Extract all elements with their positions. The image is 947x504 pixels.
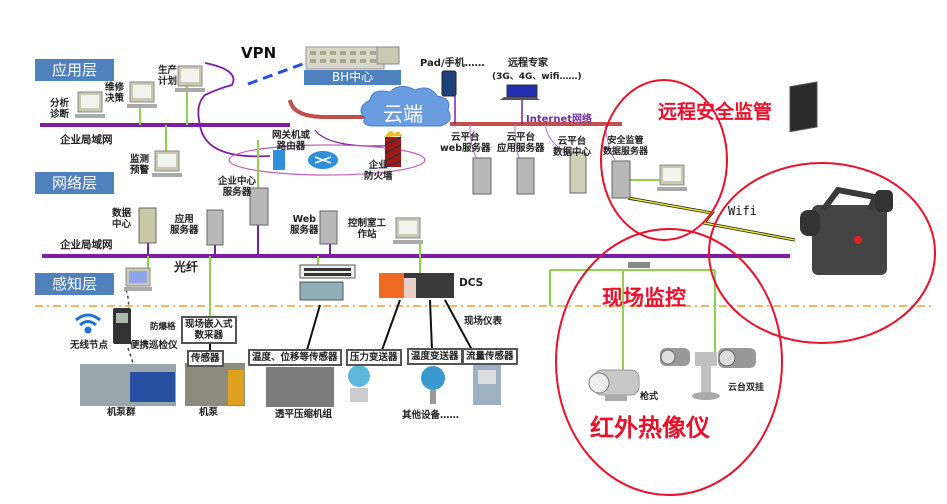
computer-icon-production bbox=[175, 65, 205, 92]
fiber-label: 光纤 bbox=[174, 260, 199, 274]
server-icon-cloud-data bbox=[569, 152, 587, 194]
compressor-photo bbox=[266, 367, 334, 407]
lan-label-top: 企业局域网 bbox=[60, 134, 113, 146]
vpn-dashed-link bbox=[247, 60, 309, 86]
sensor-label: 传感器 bbox=[187, 350, 224, 367]
field-instruments-label: 现场仪表 bbox=[464, 316, 503, 327]
label-analysis: 分析 诊断 bbox=[50, 98, 70, 120]
enterprise-server-label: 企业中心 服务器 bbox=[218, 176, 257, 198]
label-monitoring: 监测 预警 bbox=[130, 154, 150, 176]
remote-supervision-title: 远程安全监管 bbox=[658, 101, 773, 123]
wifi-label: Wifi bbox=[728, 204, 757, 218]
computer-icon-control-station bbox=[393, 217, 423, 244]
bh-center-building bbox=[305, 46, 400, 70]
wireless-node-label: 无线节点 bbox=[70, 340, 109, 351]
temp-displacement-sensor-label: 温度、位移等传感器 bbox=[248, 349, 342, 366]
safety-server-label: 安全监管 数据服务器 bbox=[603, 136, 649, 157]
wireless-link bbox=[125, 289, 137, 373]
ptz-camera-icon bbox=[660, 348, 756, 400]
server-icon-cloud-web bbox=[472, 157, 492, 195]
pad-label: Pad/手机…… bbox=[420, 58, 485, 69]
layer-tag-application: 应用层 bbox=[35, 59, 114, 81]
data-center-label: 数据 中心 bbox=[112, 208, 132, 230]
ir-thermal-camera-title: 红外热像仪 bbox=[590, 414, 710, 442]
embedded-collector-label: 现场嵌入式 数采器 bbox=[181, 316, 237, 344]
layer-tag-network: 网络层 bbox=[35, 172, 114, 194]
cloud-app-server-label: 云平台 应用服务器 bbox=[497, 132, 545, 154]
dcs-icon bbox=[379, 273, 454, 298]
pressure-transmitter-icon bbox=[348, 365, 370, 402]
thermal-imager-circle bbox=[708, 162, 936, 344]
computer-icon-field bbox=[124, 267, 152, 291]
internet-link-curve bbox=[288, 99, 365, 120]
lan-label-bottom: 企业局域网 bbox=[60, 239, 113, 251]
expert-title: 远程专家 bbox=[508, 58, 548, 69]
cloud-data-center-label: 云平台 数据中心 bbox=[553, 136, 592, 158]
wifi-icon bbox=[75, 313, 101, 334]
computer-icon-analysis bbox=[75, 91, 105, 118]
pump-label: 机泵 bbox=[199, 407, 219, 418]
bh-center-label: BH中心 bbox=[304, 70, 401, 85]
server-icon-enterprise bbox=[249, 187, 269, 226]
onsite-monitoring-circle bbox=[555, 228, 783, 496]
server-icon-data-center bbox=[138, 207, 157, 244]
other-equipment-label: 其他设备…… bbox=[402, 410, 460, 421]
switch-icon bbox=[299, 264, 356, 301]
pump-group-label: 机泵群 bbox=[107, 407, 136, 418]
internet-label: Internet网络 bbox=[526, 114, 593, 125]
gateway-label: 网关机或 路由器 bbox=[272, 130, 311, 152]
temperature-transmitter-icon bbox=[421, 366, 445, 404]
cloud-label: 云端 bbox=[383, 102, 423, 126]
control-station-label: 控制室工 作站 bbox=[348, 218, 387, 240]
cloud-web-server-label: 云平台 web服务器 bbox=[440, 132, 491, 154]
field-lines bbox=[209, 299, 473, 351]
servers bbox=[138, 152, 631, 246]
layer-tag-perception: 感知层 bbox=[35, 273, 114, 295]
computer-icon-monitoring bbox=[152, 150, 182, 177]
gateway-icon bbox=[273, 150, 285, 170]
firewall-label: 企业 防火墙 bbox=[364, 160, 393, 182]
server-icon-safety bbox=[611, 160, 631, 199]
computer-icon-safety bbox=[657, 164, 687, 191]
field-switch-icon bbox=[628, 262, 650, 268]
app-server-label: 应用 服务器 bbox=[170, 214, 199, 236]
portable-inspector-label: 便携巡检仪 bbox=[130, 340, 178, 351]
server-drops bbox=[147, 225, 331, 256]
flow-sensor-label: 流量传感器 bbox=[462, 348, 518, 365]
label-production: 生产 计划 bbox=[158, 65, 178, 87]
laptop-icon bbox=[500, 84, 540, 100]
flow-sensor-icon bbox=[473, 365, 501, 405]
web-server-label: Web 服务器 bbox=[290, 214, 319, 236]
compressor-label: 透平压缩机组 bbox=[275, 409, 333, 420]
vpn-curve bbox=[197, 62, 271, 158]
server-icon-cloud-app bbox=[516, 157, 535, 195]
expert-subtitle: (3G、4G、wifi……) bbox=[492, 72, 582, 82]
pressure-transmitter-label: 压力变送器 bbox=[346, 349, 402, 366]
gun-type-label: 枪式 bbox=[640, 392, 659, 402]
cloud-icon bbox=[360, 86, 451, 127]
firewall-icon bbox=[384, 131, 402, 168]
ptz-dual-label: 云台双挂 bbox=[728, 383, 765, 393]
vpn-label: VPN bbox=[241, 44, 277, 62]
server-icon-app bbox=[206, 209, 224, 246]
handheld-thermal-imager bbox=[789, 81, 893, 275]
pad-icon bbox=[441, 70, 457, 97]
server-icon-web bbox=[319, 210, 338, 245]
temperature-transmitter-label: 温度变送器 bbox=[407, 348, 463, 365]
gateway-ellipse bbox=[228, 144, 426, 176]
remote-supervision-circle bbox=[600, 79, 728, 241]
gun-camera-icon bbox=[588, 369, 640, 401]
onsite-monitoring-title: 现场监控 bbox=[602, 286, 686, 310]
computer-icon-maintenance bbox=[127, 81, 157, 108]
label-maintenance: 维修 决策 bbox=[105, 82, 125, 104]
dcs-label: DCS bbox=[459, 277, 484, 289]
explosion-proof-label: 防爆格 bbox=[150, 322, 176, 332]
